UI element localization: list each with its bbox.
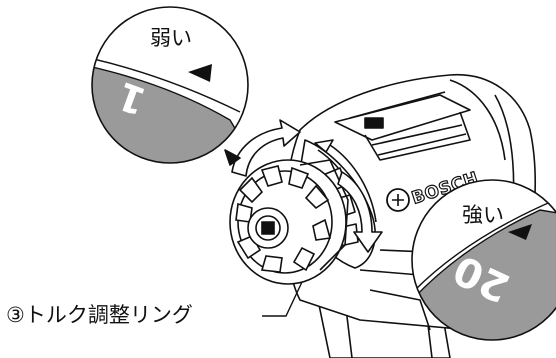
ring-label: ③トルク調整リング	[6, 303, 193, 327]
leader-line	[262, 281, 303, 317]
arrow-counterclockwise-icon	[231, 119, 301, 177]
arrow-clockwise-icon	[337, 171, 383, 253]
ring-callout: ③トルク調整リング	[6, 281, 303, 327]
strong-label: 強い	[462, 203, 504, 227]
strong-pointer-icon	[508, 224, 532, 240]
callout-weak: 1 弱い	[91, 6, 249, 164]
weak-label: 弱い	[150, 26, 192, 50]
rotation-arrows	[224, 119, 383, 253]
torque-ring-front	[229, 159, 349, 285]
weak-pointer-icon	[188, 64, 212, 82]
arrow-left-tip-icon	[224, 149, 241, 166]
